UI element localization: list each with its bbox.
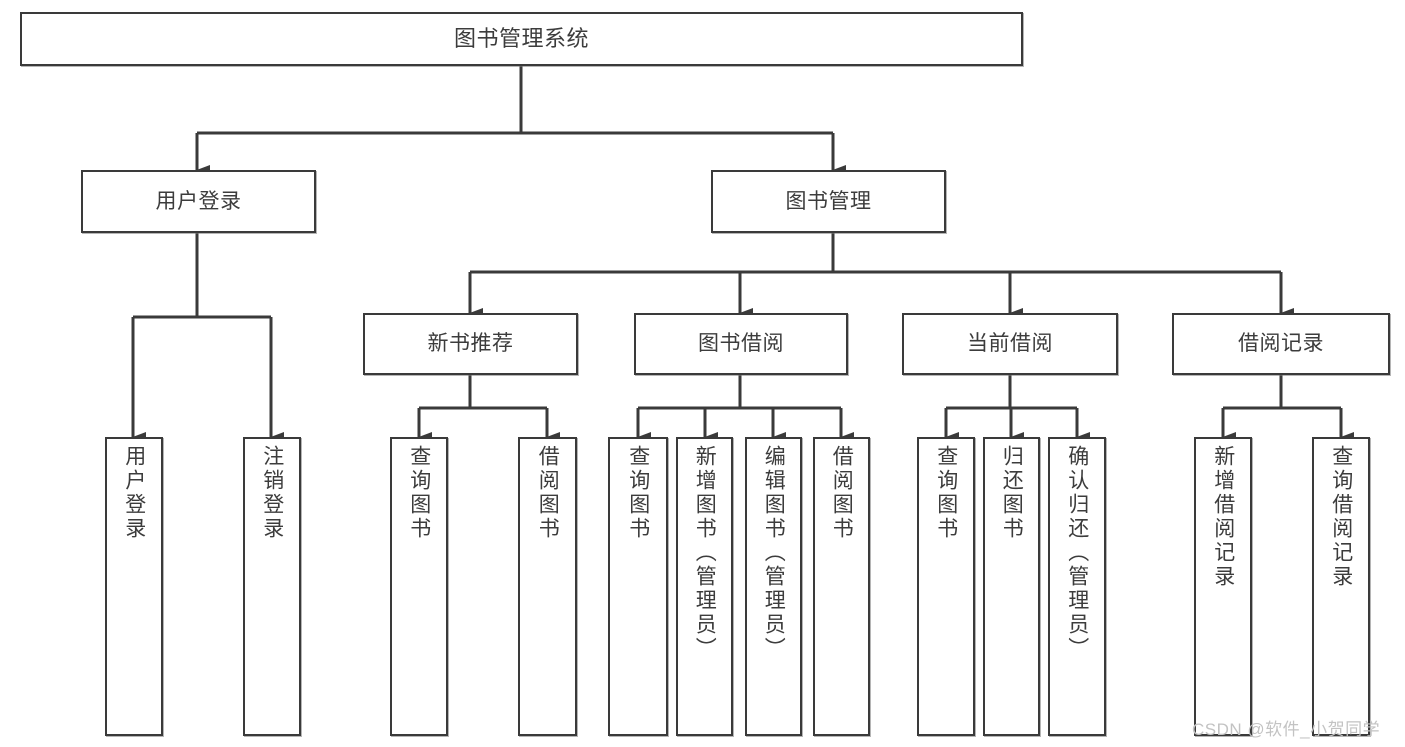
node-label: 用户登录 (122, 445, 146, 541)
leaf-logout[interactable]: 注销登录 (243, 437, 301, 736)
node-label: 查询图书 (407, 445, 431, 541)
node-label: 查询图书 (934, 445, 958, 541)
node-label: 当前借阅 (967, 332, 1053, 356)
node-current-borrowing[interactable]: 当前借阅 (902, 313, 1118, 375)
node-user-login[interactable]: 用户登录 (81, 170, 316, 233)
node-label: 新增借阅记录 (1211, 445, 1235, 589)
leaf-query-borrow-record[interactable]: 查询借阅记录 (1312, 437, 1370, 736)
node-label: 图书借阅 (698, 332, 784, 356)
node-label: 借阅图书 (536, 445, 560, 541)
node-label: 新书推荐 (427, 332, 514, 356)
node-label: 借阅图书 (830, 445, 854, 541)
node-label: 查询图书 (626, 445, 650, 541)
leaf-borrow-books-recommendation[interactable]: 借阅图书 (518, 437, 577, 736)
node-label: 图书管理系统 (453, 25, 589, 51)
leaf-user-login[interactable]: 用户登录 (105, 437, 163, 736)
leaf-query-books-borrowing[interactable]: 查询图书 (608, 437, 668, 736)
node-label: 图书管理 (785, 189, 872, 213)
node-label: 注销登录 (260, 445, 284, 541)
node-new-book-recommendation[interactable]: 新书推荐 (363, 313, 578, 375)
leaf-add-book-admin[interactable]: 新增图书（管理员） (676, 437, 733, 736)
leaf-query-books-recommendation[interactable]: 查询图书 (390, 437, 448, 736)
node-borrow-records[interactable]: 借阅记录 (1172, 313, 1390, 375)
leaf-return-books[interactable]: 归还图书 (983, 437, 1040, 736)
node-label: 新增图书（管理员） (693, 445, 717, 661)
csdn-watermark: CSDN @软件_小贺同学 (1192, 720, 1381, 739)
node-label: 用户登录 (155, 189, 242, 213)
node-label: 编辑图书（管理员） (762, 445, 786, 661)
node-label: 借阅记录 (1238, 332, 1324, 356)
leaf-edit-book-admin[interactable]: 编辑图书（管理员） (745, 437, 802, 736)
node-book-borrowing[interactable]: 图书借阅 (634, 313, 848, 375)
node-root-book-management-system[interactable]: 图书管理系统 (20, 12, 1023, 66)
leaf-query-books-current[interactable]: 查询图书 (917, 437, 975, 736)
node-label: 确认归还（管理员） (1065, 445, 1089, 661)
leaf-add-borrow-record[interactable]: 新增借阅记录 (1194, 437, 1252, 736)
node-label: 查询借阅记录 (1329, 445, 1353, 589)
leaf-confirm-return-admin[interactable]: 确认归还（管理员） (1048, 437, 1106, 736)
node-label: 归还图书 (1000, 445, 1024, 541)
leaf-borrow-books-borrowing[interactable]: 借阅图书 (813, 437, 870, 736)
node-book-management[interactable]: 图书管理 (711, 170, 946, 233)
